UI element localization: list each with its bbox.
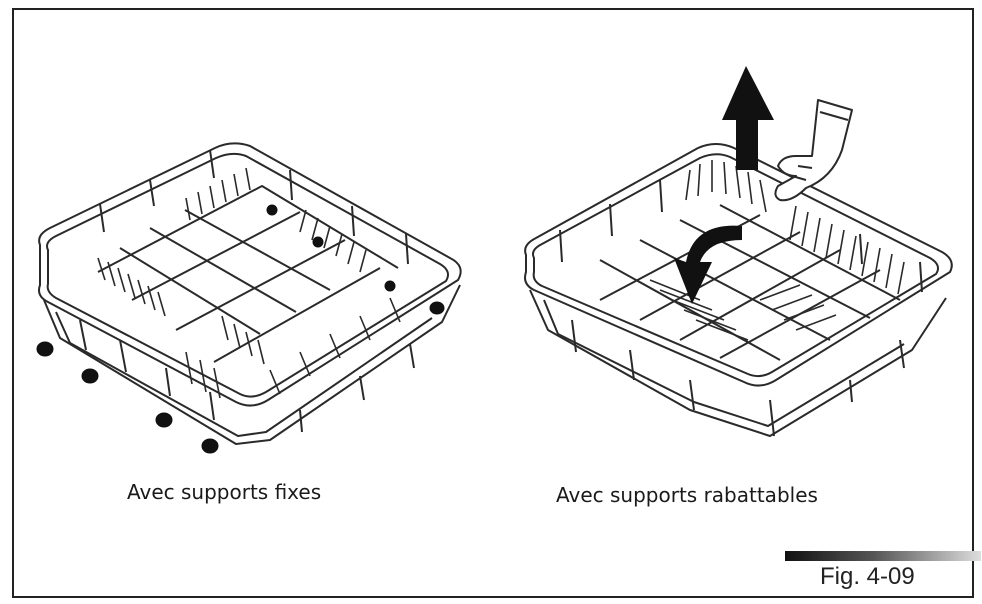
hand-icon <box>774 99 853 202</box>
caption-fixed-supports: Avec supports fixes <box>127 480 322 504</box>
curved-arrow-icon <box>674 225 742 304</box>
figure-label-bar <box>785 551 981 561</box>
figure-frame <box>12 8 974 598</box>
rack-wheels <box>36 204 445 454</box>
caption-foldable-supports: Avec supports rabattables <box>556 483 818 507</box>
fixed-supports-rack <box>38 142 462 445</box>
figure-label: Fig. 4-09 <box>820 563 915 590</box>
foldable-supports-rack <box>524 143 953 437</box>
arrow-up-icon <box>722 66 774 170</box>
